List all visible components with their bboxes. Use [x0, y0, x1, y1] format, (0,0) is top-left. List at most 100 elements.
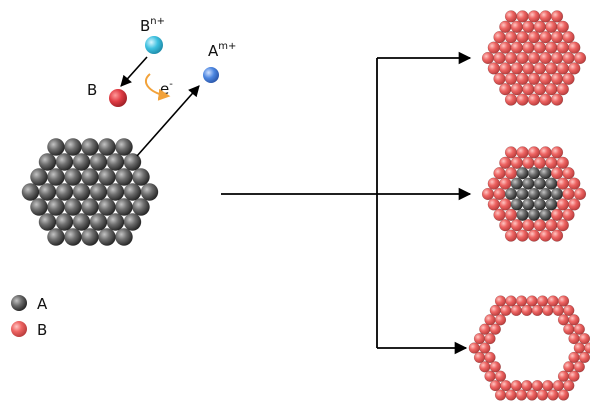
atom-a: [132, 198, 150, 216]
atom-b-shell: [556, 156, 569, 169]
atom-a: [81, 228, 99, 246]
atom-b-shell: [545, 156, 558, 169]
atom-b: [522, 83, 535, 96]
atom-a: [98, 198, 116, 216]
atom-b-shell: [536, 295, 549, 307]
atom-b: [556, 20, 569, 33]
atom-b: [527, 10, 541, 23]
atom-a-core: [539, 167, 552, 180]
atom-a-core: [522, 177, 535, 190]
atom-b-shell: [526, 295, 538, 307]
atom-b: [550, 10, 564, 23]
atom-b-shell: [531, 379, 543, 392]
oxidation-arrow: [136, 85, 200, 157]
atom-a: [30, 168, 48, 186]
atom-b-shell: [556, 177, 569, 190]
atom-b: [533, 62, 546, 75]
atom-b: [545, 41, 558, 54]
atom-b: [533, 41, 546, 54]
atom-b-shell: [562, 167, 575, 180]
atom-a: [38, 183, 57, 201]
atom-a: [89, 153, 108, 171]
atom-a: [98, 138, 116, 156]
atom-a: [55, 213, 74, 231]
atom-b: [568, 41, 581, 54]
atom-b-shell: [556, 198, 569, 211]
atom-b-shell: [550, 208, 564, 221]
atom-b-shell: [573, 187, 587, 201]
atom-b: [539, 31, 552, 44]
atom-b-shell: [504, 208, 518, 221]
reduction-arrow: [120, 56, 148, 87]
atom-a: [81, 168, 99, 186]
atom-b-shell: [568, 351, 580, 364]
atom-b-shell: [510, 379, 522, 392]
atom-b-shell: [499, 156, 512, 169]
atom-b-shell: [563, 361, 575, 373]
atom-b-shell: [539, 229, 552, 242]
atom-b: [545, 83, 558, 96]
atom-a-core: [516, 208, 529, 221]
atom-b-shell: [516, 146, 529, 159]
atom-b-shell: [510, 304, 522, 317]
atom-b-shell: [516, 229, 529, 242]
atom-b: [504, 93, 518, 106]
atom-a: [38, 153, 57, 171]
atom-b: [539, 72, 552, 85]
atom-b: [493, 51, 506, 65]
atom-b-shell: [493, 187, 506, 201]
atom-b: [516, 10, 529, 23]
atom-b-shell: [499, 198, 512, 211]
atom-b-shell: [493, 167, 506, 180]
atom-b-shell: [578, 351, 590, 364]
atom-b-shell: [557, 389, 570, 401]
atom-b: [516, 93, 529, 106]
b-atom-sphere: [109, 89, 127, 107]
atom-b: [550, 31, 564, 44]
atom-b-shell: [556, 219, 569, 232]
atom-b-shell: [489, 323, 501, 335]
atom-b-shell: [533, 219, 546, 232]
atom-b-shell: [479, 361, 491, 373]
atom-b-shell: [563, 323, 575, 335]
atom-b-shell: [505, 389, 517, 401]
atom-a: [132, 168, 150, 186]
b-atom-label: B: [87, 81, 97, 99]
atom-a-core: [539, 208, 552, 221]
atom-a: [115, 168, 133, 186]
atom-a: [106, 153, 125, 171]
atom-b-shell: [573, 342, 585, 354]
atom-b-shell: [573, 323, 585, 335]
atom-b-shell: [584, 342, 590, 354]
legend-swatch-b: [11, 321, 27, 337]
atom-b-shell: [542, 379, 554, 392]
atom-b: [487, 41, 500, 54]
atom-b: [510, 62, 523, 75]
atom-b-shell: [479, 323, 491, 335]
atom-b: [499, 83, 512, 96]
atom-b: [527, 31, 541, 44]
atom-b-shell: [533, 156, 546, 169]
atom-a: [123, 213, 142, 231]
atom-a-core: [533, 177, 546, 190]
product-core-shell-particle: [481, 146, 587, 242]
atom-a-core: [522, 198, 535, 211]
atom-b-shell: [522, 156, 535, 169]
atom-b-shell: [550, 167, 564, 180]
atom-a-core: [516, 187, 529, 201]
atom-b: [493, 31, 506, 44]
atom-b-shell: [504, 229, 518, 242]
atom-b-shell: [550, 229, 564, 242]
atom-b-shell: [563, 304, 575, 317]
atom-b: [493, 72, 506, 85]
atom-b-shell: [563, 379, 575, 392]
atom-b: [562, 72, 575, 85]
atom-b-shell: [494, 295, 507, 307]
atom-b: [499, 20, 512, 33]
atom-a: [140, 183, 159, 201]
atom-b-shell: [493, 208, 506, 221]
b-ion-label: Bn+: [140, 16, 165, 35]
atom-b-shell: [484, 332, 496, 345]
cluster-a-template: [21, 138, 159, 246]
atom-b-shell: [531, 304, 543, 317]
